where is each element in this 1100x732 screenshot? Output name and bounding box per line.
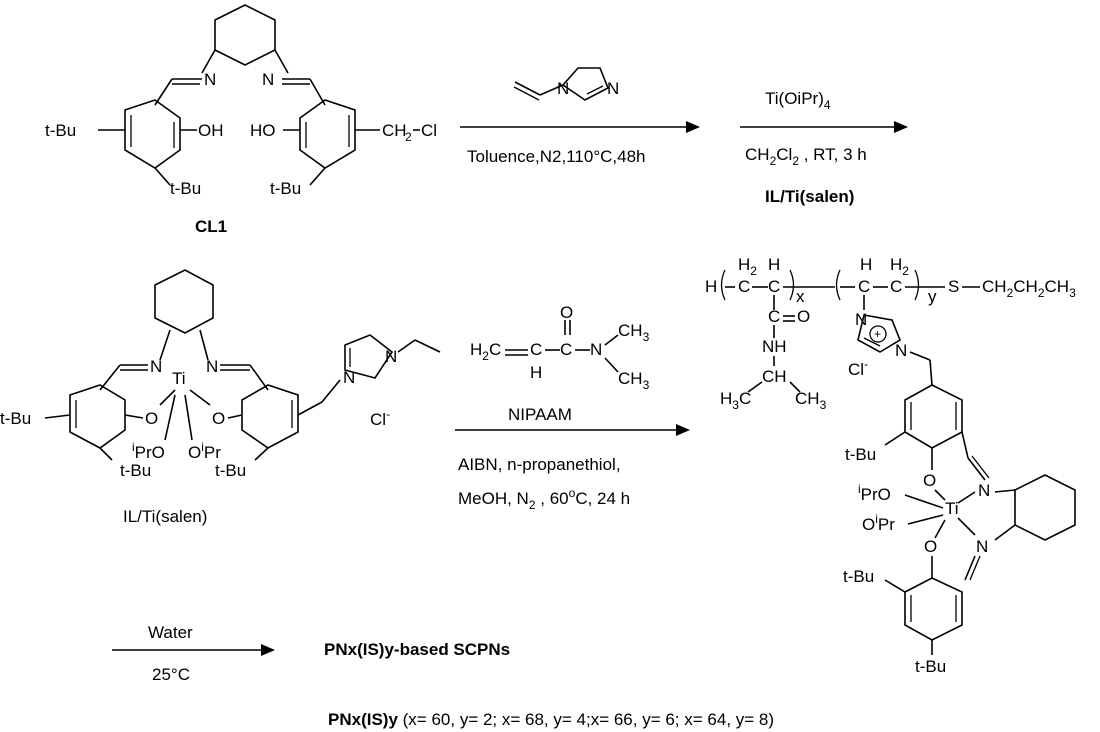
atom-o: O	[145, 409, 158, 428]
atom-ti: Ti	[945, 499, 959, 518]
atom-c: C	[560, 340, 572, 359]
cond-water: Water	[148, 623, 193, 642]
atom-o: O	[212, 409, 225, 428]
atom-c: C	[768, 277, 780, 296]
atom-ti: Ti	[172, 369, 186, 388]
ho-label: HO	[250, 121, 276, 140]
cl1-structure: N N t-Bu t-Bu OH HO t-Bu CH 2 Cl CL1	[45, 4, 437, 236]
h-end: H	[705, 277, 717, 296]
tbu-label: t-Bu	[845, 445, 876, 464]
conditions-3b: MeOH, N2 , 60oC, 24 h	[458, 486, 630, 512]
tbu-label: t-Bu	[843, 567, 874, 586]
reagent-nipaam: NIPAAM	[508, 405, 572, 424]
il-ti-salen-structure: N N Ti t-Bu t-Bu t-Bu O O iPrO OiPr N N	[0, 269, 441, 526]
atom-o: O	[923, 471, 936, 490]
atom-n: N	[150, 357, 162, 376]
atom-o: O	[560, 303, 573, 322]
oipr-label: OiPr	[862, 512, 895, 534]
footer-text: PNx(IS)y (x= 60, y= 2; x= 68, y= 4;x= 66…	[328, 710, 774, 729]
reaction-arrow-3: H2C C H C O N CH3 CH3 NIPAAM AIBN, n-pro…	[455, 303, 690, 512]
atom-n: N	[978, 481, 990, 500]
atom-n: N	[557, 79, 569, 98]
atom-c: C	[530, 340, 542, 359]
ch3-label: CH3	[795, 389, 827, 412]
atom-n: N	[607, 79, 619, 98]
atom-c: C	[768, 307, 780, 326]
reaction-arrow-2: Ti(OiPr)4 CH2Cl2 , RT, 3 h IL/Ti(salen)	[740, 89, 908, 206]
ch2-label: CH	[382, 121, 407, 140]
conditions-2: CH2Cl2 , RT, 3 h	[745, 145, 867, 168]
ch-label: CH	[762, 367, 787, 386]
ch3-label: CH3	[618, 321, 650, 344]
complex-label: IL/Ti(salen)	[123, 507, 207, 526]
tbu-label: t-Bu	[45, 121, 76, 140]
reaction-arrow-1: N N Toluence,N2,110°C,48h	[460, 67, 700, 166]
tbu-label: t-Bu	[0, 409, 31, 428]
cond-temp: 25°C	[152, 665, 190, 684]
tbu-label: t-Bu	[120, 461, 151, 480]
atom-o: O	[924, 537, 937, 556]
atom-n: N	[262, 70, 274, 89]
atom-n: N	[590, 340, 602, 359]
atom-n: N	[976, 537, 988, 556]
conditions-1: Toluence,N2,110°C,48h	[467, 147, 646, 166]
cl-label: Cl	[421, 121, 437, 140]
subscript: 2	[405, 130, 412, 144]
polymer-structure: H H2 C H C x C O NH CH H3C CH3 H C H2 C …	[705, 255, 1076, 676]
atom-n: N	[855, 310, 867, 329]
h2-label: H2	[738, 255, 757, 278]
ipro-label: iPrO	[132, 440, 165, 462]
compound-label-cl1: CL1	[195, 217, 227, 236]
atom-n: N	[385, 347, 397, 366]
atom-c: C	[890, 277, 902, 296]
oh-label: OH	[198, 121, 224, 140]
tbu-label: t-Bu	[215, 461, 246, 480]
atom-h: H	[530, 363, 542, 382]
atom-c: C	[738, 277, 750, 296]
product-label-il-ti-salen: IL/Ti(salen)	[765, 187, 854, 206]
subscript-x: x	[796, 287, 805, 306]
nh-label: NH	[762, 337, 787, 356]
atom-h: H	[860, 255, 872, 274]
chloride-label: Cl-	[370, 407, 390, 429]
footer-note: PNx(IS)y (x= 60, y= 2; x= 68, y= 4;x= 66…	[328, 710, 774, 729]
tbu-label: t-Bu	[270, 179, 301, 198]
tbu-label: t-Bu	[915, 657, 946, 676]
atom-n: N	[206, 357, 218, 376]
atom-h: H	[768, 255, 780, 274]
reagent-ti: Ti(OiPr)4	[765, 89, 831, 112]
oipr-label: OiPr	[188, 440, 221, 462]
atom-n: N	[895, 341, 907, 360]
chloride-label: Cl-	[848, 357, 868, 379]
atom-o: O	[797, 307, 810, 326]
reaction-arrow-4: Water 25°C PNx(IS)y-based SCPNs	[112, 623, 510, 684]
end-group-s: S	[948, 277, 959, 296]
atom-n: N	[343, 368, 355, 387]
final-product: PNx(IS)y-based SCPNs	[324, 640, 510, 659]
atom-c: C	[858, 277, 870, 296]
plus-charge: +	[874, 327, 881, 341]
ipro-label: iPrO	[858, 482, 891, 504]
atom-n: N	[204, 70, 216, 89]
tbu-label: t-Bu	[170, 179, 201, 198]
h2-label: H2	[890, 255, 909, 278]
subscript-y: y	[928, 287, 937, 306]
ch3-label: CH3	[618, 369, 650, 392]
conditions-3a: AIBN, n-propanethiol,	[458, 455, 621, 474]
end-chain: CH2CH2CH3	[982, 277, 1076, 300]
h2c-label: H2C	[470, 340, 501, 363]
h3c-label: H3C	[720, 389, 751, 412]
